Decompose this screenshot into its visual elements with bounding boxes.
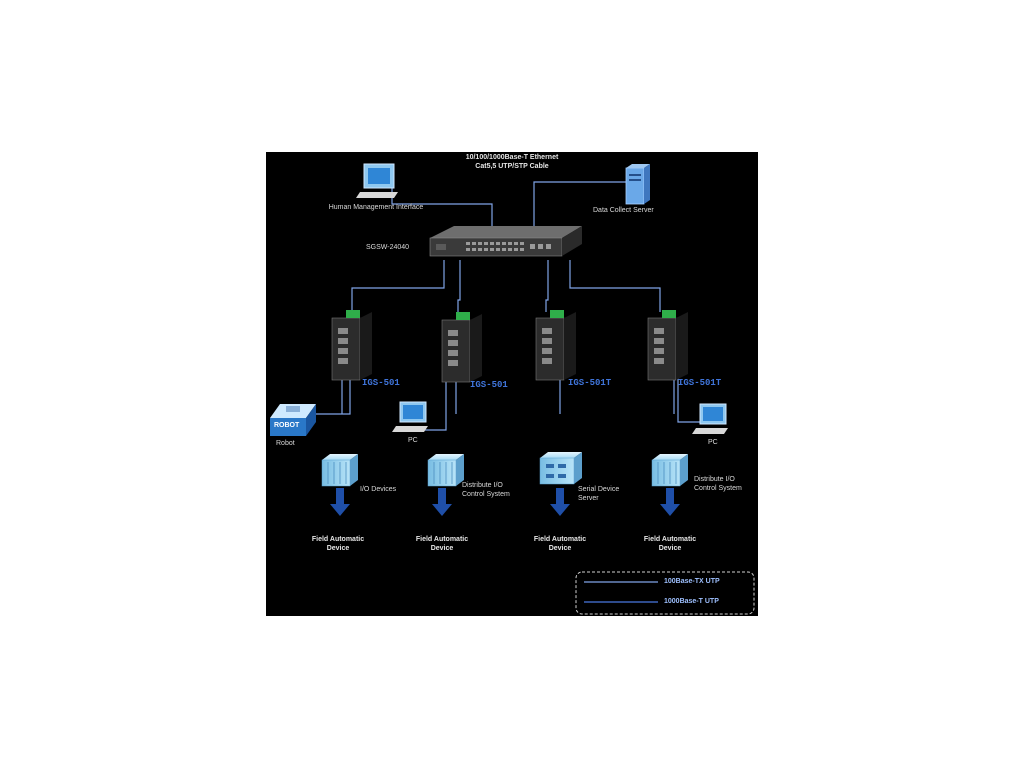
robot-label: Robot [276,440,295,447]
distribute-io-icon-1 [427,454,464,487]
serial-device-server-icon [539,452,582,485]
field-device-label-1-line1: Field Automatic [311,536,365,543]
distribute-io-label-2-line2: Control System [694,485,742,492]
cable-label-line2: Cat5,5 UTP/STP Cable [475,163,549,170]
field-device-label-3-line2: Device [548,545,572,552]
pc-label-1: PC [408,437,418,444]
field-device-label-4-line1: Field Automatic [643,536,697,543]
industrial-switch-icon-4 [647,310,688,381]
switch-model-2: IGS-501 [470,380,508,390]
legend-t-label: 1000Base-T UTP [664,598,719,605]
distribute-io-icon-2 [651,454,688,487]
server-icon [625,164,650,205]
field-device-label-3-line1: Field Automatic [533,536,587,543]
core-switch-icon [429,226,582,257]
arrow-down-icon-4 [660,488,680,516]
field-device-label-2-line2: Device [430,545,454,552]
industrial-switch-icon-1 [331,310,372,381]
core-switch-label: SGSW-24040 [366,244,410,251]
switch-model-3: IGS-501T [568,378,612,388]
diagram-graphics [270,163,755,615]
distribute-io-label-1-line2: Control System [462,491,510,498]
robot-icon [270,404,316,436]
arrow-down-icon-3 [550,488,570,516]
cable-label-line1: 10/100/1000Base-T Ethernet [465,154,559,161]
connection-lines [312,181,712,431]
down-arrows [330,488,680,516]
distribute-io-label-1-line1: Distribute I/O [462,482,503,489]
pc-label-2: PC [708,439,718,446]
io-devices-label: I/O Devices [360,486,397,493]
serial-device-label-line1: Serial Device [578,486,620,493]
robot-badge: ROBOT [274,422,300,429]
hmi-label: Human Management Interface [328,204,424,211]
industrial-switch-icon-3 [535,310,576,381]
field-device-label-4-line2: Device [658,545,682,552]
distribute-io-label-2-line1: Distribute I/O [694,476,735,483]
legend-tx-label: 100Base-TX UTP [664,578,720,585]
industrial-switch-icon-2 [441,312,482,383]
arrow-down-icon-1 [330,488,350,516]
io-device-icon [321,454,358,487]
serial-device-label-line2: Server [578,495,599,502]
hmi-computer-icon [356,163,398,198]
switch-model-4: IGS-501T [678,378,722,388]
field-device-label-2-line1: Field Automatic [415,536,469,543]
field-device-label-1-line2: Device [326,545,350,552]
server-label: Data Collect Server [593,207,654,214]
network-diagram: 10/100/1000Base-T Ethernet Cat5,5 UTP/ST… [266,152,758,616]
legend-box [575,571,755,615]
pc-icon-1 [392,401,428,432]
pc-icon-2 [692,403,728,434]
switch-model-1: IGS-501 [362,378,400,388]
arrow-down-icon-2 [432,488,452,516]
